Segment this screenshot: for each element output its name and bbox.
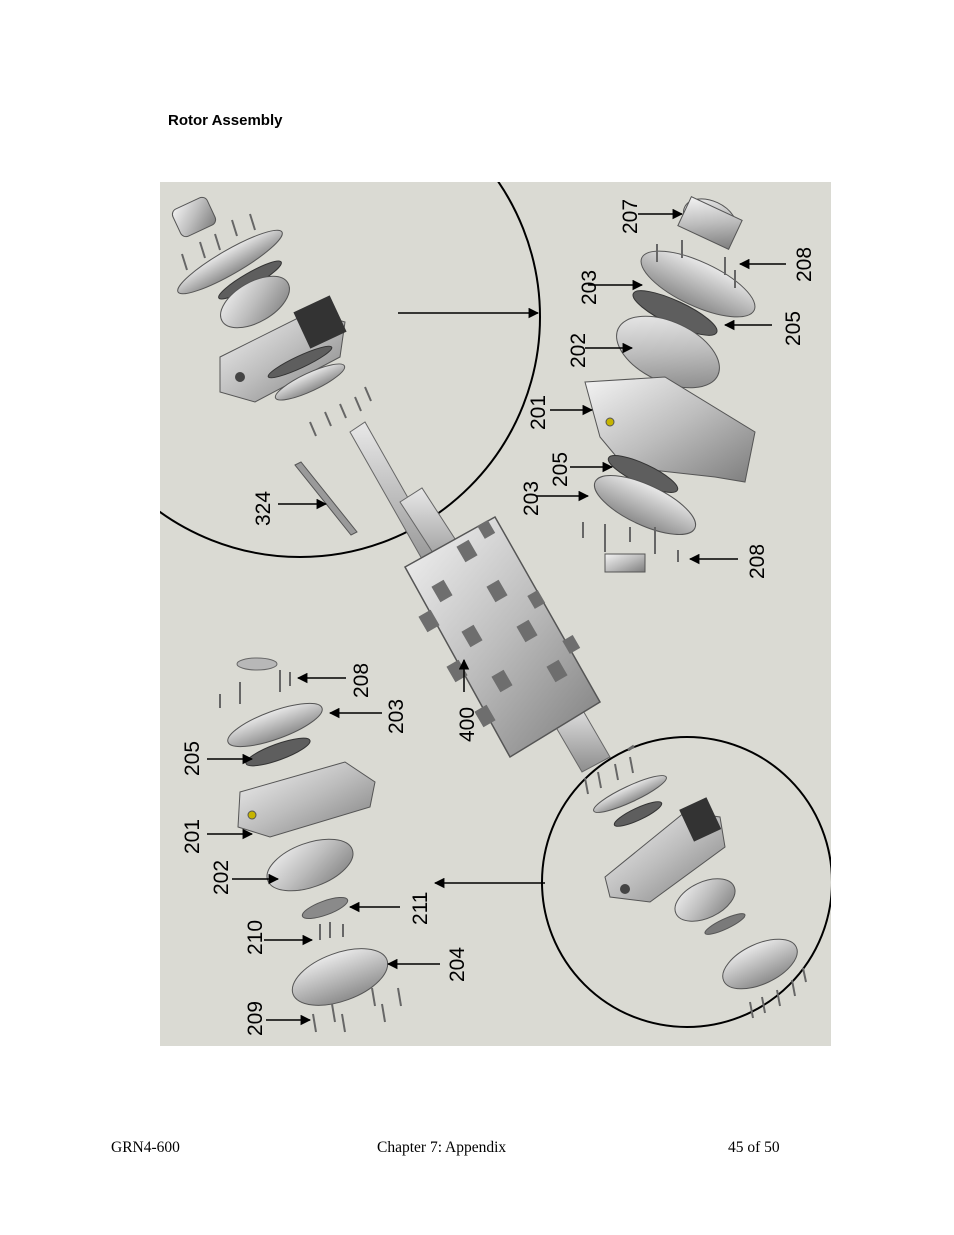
callout-208: 208	[350, 663, 373, 698]
callout-202: 202	[210, 860, 233, 895]
footer-chapter: Chapter 7: Appendix	[377, 1139, 507, 1156]
detail-circle-bottom	[541, 736, 831, 1028]
callout-211: 211	[409, 892, 432, 925]
callout-205: 205	[181, 741, 204, 776]
callout-203: 203	[385, 699, 408, 734]
right-bearing-parts	[582, 196, 756, 573]
page-title: Rotor Assembly	[168, 112, 283, 129]
callout-207: 207	[619, 199, 642, 234]
footer-page-number: 45 of 50	[728, 1139, 780, 1156]
callout-201: 201	[181, 819, 204, 854]
callout-arrows	[207, 208, 786, 1026]
callout-201: 201	[527, 395, 550, 430]
callout-208: 208	[746, 544, 769, 579]
rotor-assembly-diagram: 207 208 203 205 202 201 205 203 208 324 …	[160, 182, 831, 1046]
callout-204: 204	[446, 947, 469, 982]
callout-205: 205	[782, 311, 805, 346]
footer-document-id: GRN4-600	[111, 1139, 180, 1156]
callout-400: 400	[456, 707, 479, 742]
callout-324: 324	[252, 491, 275, 526]
callout-205: 205	[549, 452, 572, 487]
callout-203: 203	[578, 270, 601, 305]
rotor-drum	[403, 515, 602, 759]
callout-202: 202	[567, 333, 590, 368]
left-bearing-parts	[219, 657, 402, 1033]
callout-labels: 207 208 203 205 202 201 205 203 208 324 …	[181, 199, 816, 1036]
callout-209: 209	[244, 1001, 267, 1036]
exploded-view-drawing: 207 208 203 205 202 201 205 203 208 324 …	[160, 182, 831, 1036]
callout-208: 208	[793, 247, 816, 282]
detail-circle-top	[160, 182, 541, 558]
callout-203: 203	[520, 481, 543, 516]
callout-210: 210	[244, 920, 267, 955]
